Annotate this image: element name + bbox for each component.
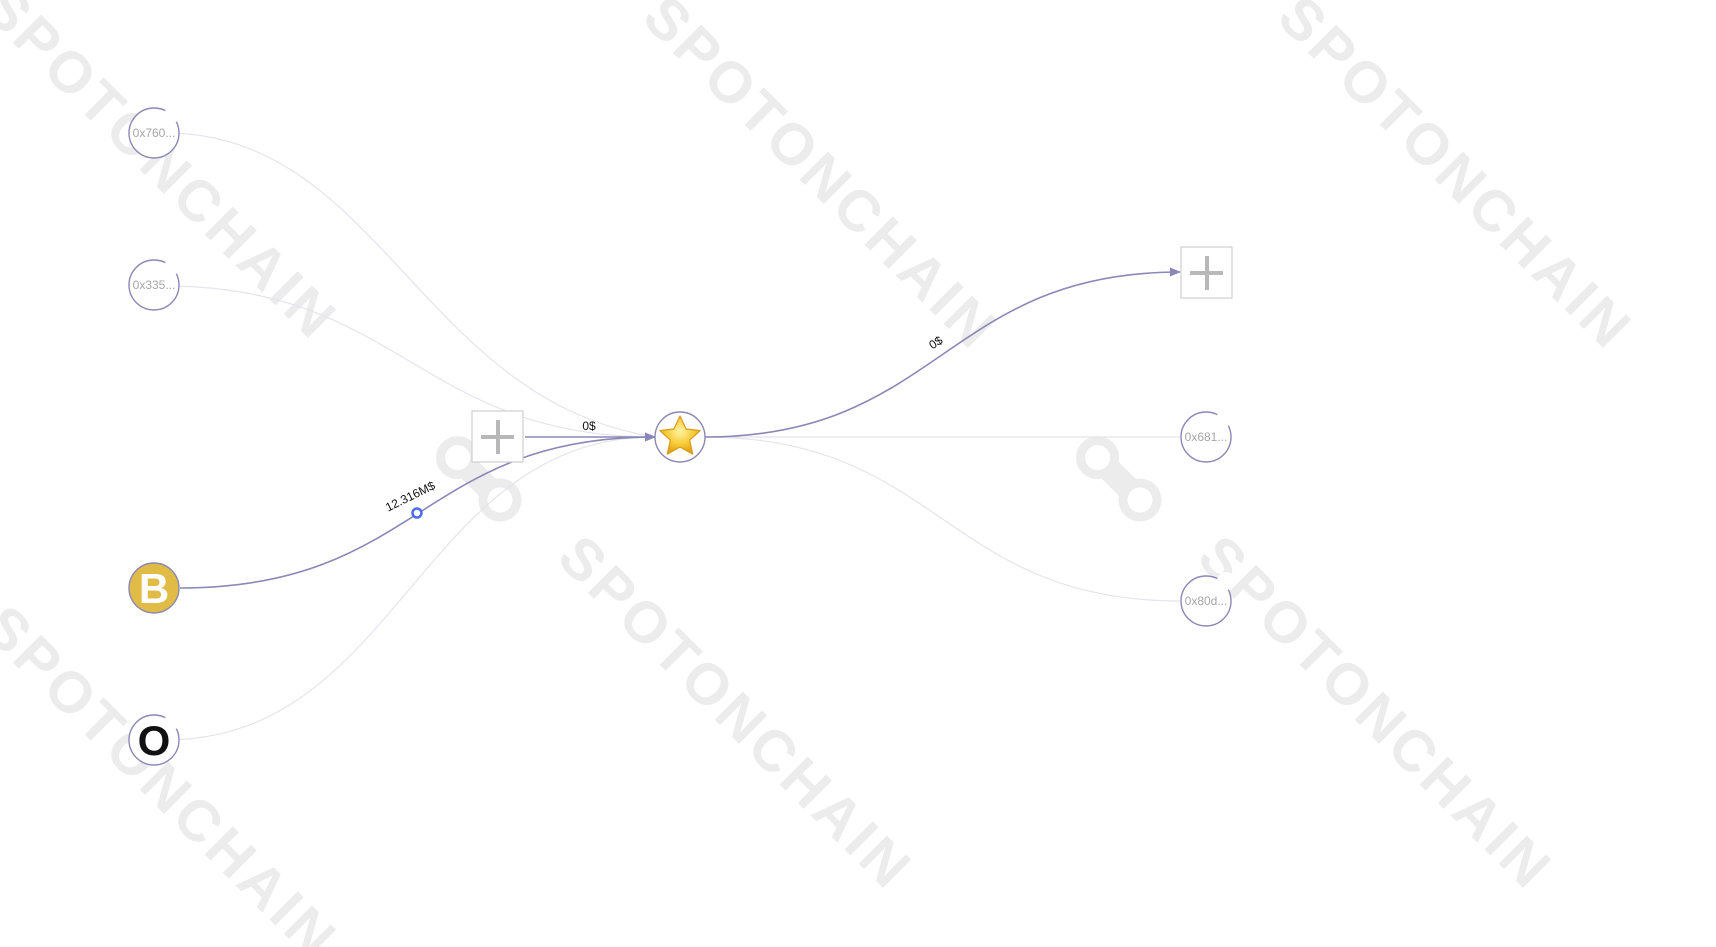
node-badge [165, 104, 183, 122]
svg-text:SPOTONCHAIN: SPOTONCHAIN [1186, 523, 1565, 902]
svg-text:0$: 0$ [582, 419, 596, 433]
edge-handle[interactable] [411, 507, 423, 519]
watermark: SPOTONCHAIN [0, 0, 350, 353]
watermark-logo-icon [436, 436, 522, 522]
watermark: SPOTONCHAIN [546, 523, 925, 902]
edge-okx-to-center[interactable] [164, 436, 656, 741]
node-label: 0x760... [133, 126, 176, 140]
node-label: 0x80d... [1185, 594, 1228, 608]
node-label: 0x681... [1185, 430, 1228, 444]
binance-logo-icon: B [139, 565, 169, 612]
svg-text:SPOTONCHAIN: SPOTONCHAIN [546, 523, 925, 902]
edge-center-to-expand-right[interactable] [704, 267, 1182, 438]
node-badge [1217, 572, 1235, 590]
star-icon [659, 415, 701, 455]
node-okx[interactable]: O [128, 711, 183, 766]
node-address-0x760[interactable]: 0x760... [128, 104, 183, 159]
node-center-main-wallet[interactable] [654, 411, 706, 463]
node-binance[interactable]: B [128, 562, 180, 614]
watermark: SPOTONCHAIN [1266, 0, 1645, 363]
node-badge [165, 256, 183, 274]
node-address-0x335[interactable]: 0x335... [128, 256, 183, 311]
node-label: 0x335... [133, 278, 176, 292]
svg-text:SPOTONCHAIN: SPOTONCHAIN [631, 0, 1010, 363]
node-badge [165, 711, 183, 729]
expand-left-button[interactable] [471, 410, 524, 463]
plus-icon [1205, 256, 1209, 290]
edge-label-expand-left: 0$ [582, 419, 596, 433]
svg-text:SPOTONCHAIN: SPOTONCHAIN [0, 593, 350, 947]
svg-text:12.316M$: 12.316M$ [383, 478, 437, 514]
node-address-0x681[interactable]: 0x681... [1180, 408, 1235, 463]
watermark: SPOTONCHAIN [1186, 523, 1565, 902]
edge-0x335-to-center[interactable] [164, 285, 656, 438]
svg-text:SPOTONCHAIN: SPOTONCHAIN [1266, 0, 1645, 363]
edge-label-binance: 12.316M$ [383, 478, 437, 514]
svg-text:SPOTONCHAIN: SPOTONCHAIN [0, 0, 350, 353]
expand-right-button[interactable] [1180, 246, 1233, 299]
node-address-0x80d[interactable]: 0x80d... [1180, 572, 1235, 627]
watermark-layer: SPOTONCHAIN SPOTONCHAIN SPOTONCHAIN SPOT… [0, 0, 1645, 947]
plus-icon [496, 420, 500, 454]
okx-logo-icon: O [138, 717, 171, 764]
node-badge [1217, 408, 1235, 426]
faint-edges [164, 132, 1181, 741]
watermark: SPOTONCHAIN [0, 593, 350, 947]
edge-center-to-0x80d[interactable] [704, 436, 1181, 602]
watermark: SPOTONCHAIN [631, 0, 1010, 363]
edge-0x760-to-center[interactable] [164, 132, 656, 438]
watermark-logo-icon [1076, 436, 1162, 522]
